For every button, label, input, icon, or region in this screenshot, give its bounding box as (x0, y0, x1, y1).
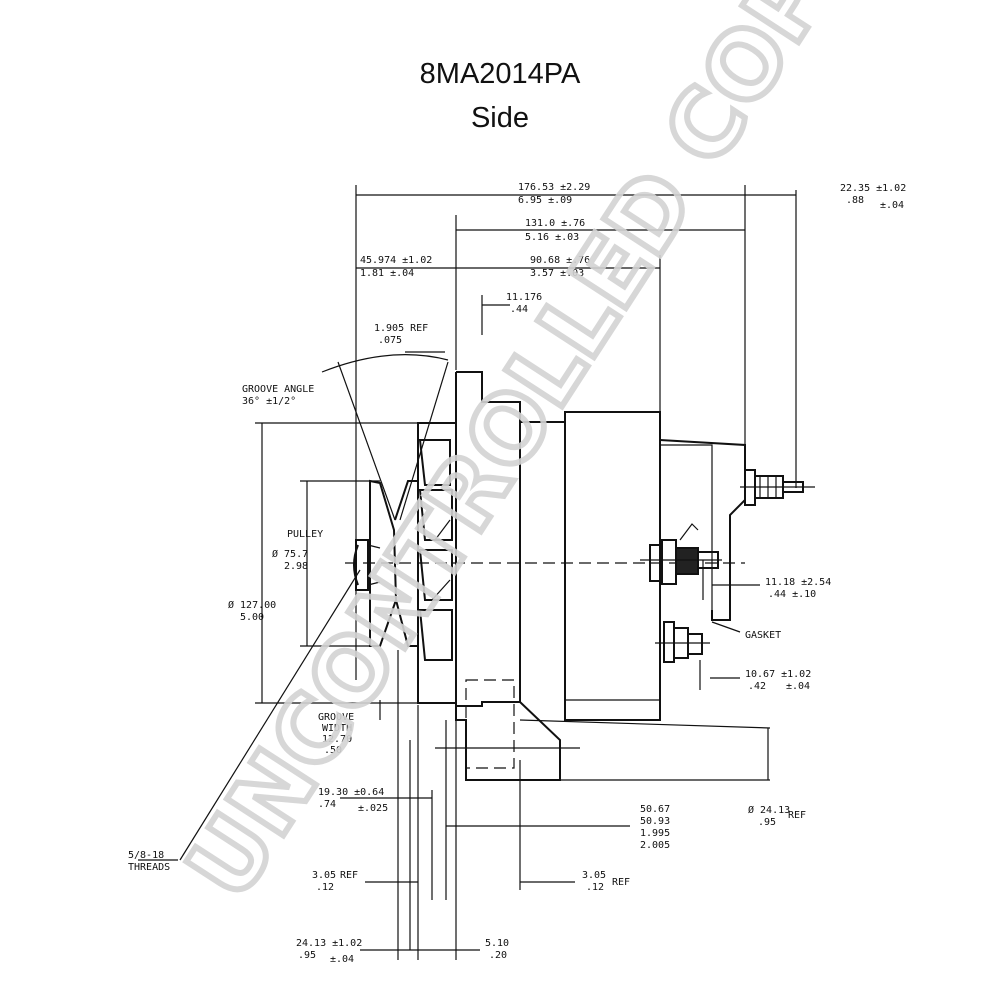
dim-635-tol: ±.025 (358, 803, 388, 814)
dim-2413r-ref: REF (788, 810, 806, 821)
dim-5067-c: 1.995 (640, 828, 670, 839)
top-dimension-lines (355, 185, 797, 680)
gasket-label: GASKET (745, 630, 781, 641)
bottom-dimensions: GROOVE WIDTH 12.70 .50 19.30 ±0.64 .74 ±… (296, 650, 670, 965)
dim-1905-in: .075 (378, 335, 402, 346)
dim-1067-in: .42 (748, 681, 766, 692)
dim-90-mm: 90.68 ±.76 (530, 255, 590, 266)
dim-127-in: 5.00 (240, 612, 264, 623)
dim-22-in: .88 (846, 195, 864, 206)
dim-131-mm: 131.0 ±.76 (525, 218, 585, 229)
dim-2413b-tol: ±.04 (330, 954, 354, 965)
dim-1118-in: .44 ±.10 (768, 589, 816, 600)
terminal-lower (655, 621, 710, 663)
threads-callout: 5/8-18 THREADS (128, 569, 361, 873)
diameter-dimensions: PULLEY Ø 75.7 2.98 Ø 127.00 5.00 (228, 422, 440, 704)
dim-131-in: 5.16 ±.03 (525, 232, 579, 243)
dim-510-in: .20 (489, 950, 507, 961)
groove-angle-value: 36° ±1/2° (242, 396, 296, 407)
groove-angle-label: GROOVE ANGLE (242, 384, 314, 395)
dim-11176-mm: 11.176 (506, 292, 542, 303)
dim-22-mm: 22.35 ±1.02 (840, 183, 906, 194)
dim-305l-ref: REF (340, 870, 358, 881)
dim-305r-ref: REF (612, 877, 630, 888)
dim-45-mm: 45.974 ±1.02 (360, 255, 432, 266)
groove-width-label-3: 12.70 (322, 734, 352, 745)
dim-510-mm: 5.10 (485, 938, 509, 949)
dim-2413r-in: .95 (758, 817, 776, 828)
dim-1067-mm: 10.67 ±1.02 (745, 669, 811, 680)
dim-1067-tol: ±.04 (786, 681, 810, 692)
drawing-title: 8MA2014PA (419, 58, 581, 90)
dim-2413b-mm: 24.13 ±1.02 (296, 938, 362, 949)
dim-305l-mm: 3.05 (312, 870, 336, 881)
dim-305r-mm: 3.05 (582, 870, 606, 881)
output-terminal-top (740, 469, 815, 506)
groove-width-label-1: GROOVE (318, 712, 354, 723)
terminal-middle (640, 523, 722, 585)
dim-5067-a: 50.67 (640, 804, 670, 815)
right-dimensions: 11.18 ±2.54 .44 ±.10 GASKET 10.67 ±1.02 … (699, 560, 831, 828)
dim-5067-b: 50.93 (640, 816, 670, 827)
dim-22-tol: ±.04 (880, 200, 904, 211)
dim-1118-mm: 11.18 ±2.54 (765, 577, 831, 588)
dim-305l-in: .12 (316, 882, 334, 893)
dim-635-in: .74 (318, 799, 336, 810)
pulley-label: PULLEY (287, 529, 323, 540)
dim-176-in: 6.95 ±.09 (518, 195, 572, 206)
drawing-subtitle: Side (470, 102, 530, 134)
dim-11176-in: .44 (510, 304, 528, 315)
top-dimension-texts: 176.53 ±2.29 6.95 ±.09 22.35 ±1.02 .88 ±… (360, 182, 906, 346)
dim-2413r-mm: Ø 24.13 (748, 804, 790, 816)
dim-176-mm: 176.53 ±2.29 (518, 182, 590, 193)
groove-width-label-4: .50 (324, 745, 342, 756)
dim-2413b-in: .95 (298, 950, 316, 961)
threads-label-1: 5/8-18 (128, 850, 164, 861)
dim-635-mm: 19.30 ±0.64 (318, 787, 384, 798)
dim-90-in: 3.57 ±.03 (530, 268, 584, 279)
dim-5067-d: 2.005 (640, 840, 670, 851)
dim-1905-mm: 1.905 REF (374, 323, 428, 334)
dim-305r-in: .12 (586, 882, 604, 893)
dim-pulley-mm: Ø 75.7 (272, 548, 308, 560)
dim-pulley-in: 2.98 (284, 561, 308, 572)
dim-45-in: 1.81 ±.04 (360, 268, 414, 279)
groove-width-label-2: WIDTH (322, 723, 352, 734)
dim-127-mm: Ø 127.00 (228, 599, 276, 611)
alternator-body (435, 371, 771, 781)
threads-label-2: THREADS (128, 862, 170, 873)
